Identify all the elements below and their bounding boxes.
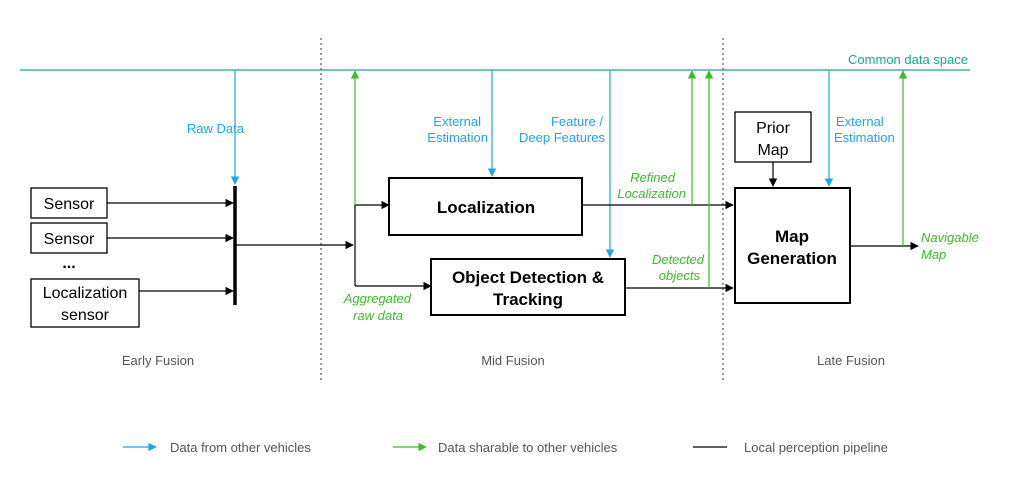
stage-late-fusion: Late Fusion [817,353,885,368]
sensor-box-1-label: Sensor [44,196,95,213]
refined-localization-label-line1: Refined [630,170,676,185]
common-data-space-label: Common data space [848,52,968,67]
object-detection-label-line1: Object Detection & [452,268,604,287]
external-estimation-label-line1: External [433,114,481,129]
object-detection-box [430,258,626,316]
prior-map-label-line1: Prior [756,120,790,137]
stage-early-fusion: Early Fusion [122,353,194,368]
aggregated-raw-data-label-line2: raw data [353,308,403,323]
detected-objects-label-line2: objects [659,268,701,283]
prior-map-label-line2: Map [757,142,788,159]
navigable-map-label-line2: Map [921,247,946,262]
map-generation-label-line2: Generation [747,249,837,268]
detected-objects-label-line1: Detected [652,252,705,267]
sensor-box-2-label: Sensor [44,231,95,248]
late-external-estimation-label-line2: Estimation [834,130,895,145]
navigable-map-label-line1: Navigable [921,230,979,245]
localization-sensor-label-line1: Localization [43,285,128,302]
legend-blue-label: Data from other vehicles [170,440,311,455]
sensor-ellipsis: ... [62,255,75,272]
localization-sensor-label-line2: sensor [61,307,110,324]
legend-black-label: Local perception pipeline [744,440,888,455]
sensor-box-1 [30,187,108,219]
feature-label-line2: Deep Features [519,130,605,145]
feature-label-line1: Feature / [551,114,603,129]
map-generation-label-line1: Map [775,227,809,246]
object-detection-label-line2: Tracking [493,290,563,309]
refined-localization-label-line2: Localization [617,186,686,201]
aggregated-raw-data-label-line1: Aggregated [343,291,412,306]
localization-box [388,177,583,236]
localization-box-label: Localization [437,198,535,217]
external-estimation-label-line2: Estimation [427,130,488,145]
sensor-box-2 [30,222,108,254]
legend-green-label: Data sharable to other vehicles [438,440,618,455]
raw-data-label: Raw Data [187,121,245,136]
late-external-estimation-label-line1: External [836,114,884,129]
stage-mid-fusion: Mid Fusion [481,353,545,368]
localization-sensor-box [30,278,140,328]
